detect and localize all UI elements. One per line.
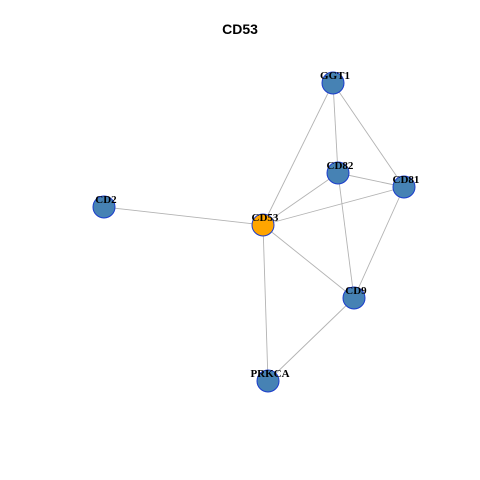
node-circle-cd2[interactable] xyxy=(92,195,116,219)
node-label-cd81: CD81 xyxy=(393,174,420,186)
graph-title: CD53 xyxy=(222,21,258,37)
node-cd2[interactable]: CD2 xyxy=(92,194,117,219)
node-circle-cd53[interactable] xyxy=(251,213,275,237)
edge-cd81-cd9 xyxy=(353,186,405,299)
node-ggt1[interactable]: GGT1 xyxy=(320,70,350,95)
node-circle-ggt1[interactable] xyxy=(321,71,345,95)
node-label-cd9: CD9 xyxy=(345,285,367,297)
edge-ggt1-cd81 xyxy=(332,82,405,188)
edge-layer xyxy=(103,82,405,382)
edge-cd53-cd2 xyxy=(103,206,264,226)
node-circle-cd81[interactable] xyxy=(392,175,416,199)
edge-cd9-prkca xyxy=(267,297,355,382)
edge-cd53-cd82 xyxy=(262,172,339,226)
node-cd82[interactable]: CD82 xyxy=(326,160,354,185)
edge-cd53-cd9 xyxy=(262,224,355,299)
edge-ggt1-cd82 xyxy=(332,82,339,174)
node-cd9[interactable]: CD9 xyxy=(342,285,367,310)
edge-cd53-prkca xyxy=(262,224,269,382)
node-prkca[interactable]: PRKCA xyxy=(250,368,290,393)
node-cd81[interactable]: CD81 xyxy=(392,174,420,199)
node-label-ggt1: GGT1 xyxy=(320,70,350,82)
edge-cd53-cd81 xyxy=(262,186,405,226)
node-circle-cd9[interactable] xyxy=(342,286,366,310)
node-label-cd53: CD53 xyxy=(252,212,279,224)
node-label-cd2: CD2 xyxy=(95,194,117,206)
node-circle-cd82[interactable] xyxy=(326,161,350,185)
node-label-cd82: CD82 xyxy=(327,160,354,172)
node-cd53[interactable]: CD53 xyxy=(251,212,279,237)
node-label-prkca: PRKCA xyxy=(250,368,289,380)
node-circle-prkca[interactable] xyxy=(256,369,280,393)
edge-cd53-ggt1 xyxy=(262,82,334,226)
edge-cd82-cd9 xyxy=(337,172,355,299)
